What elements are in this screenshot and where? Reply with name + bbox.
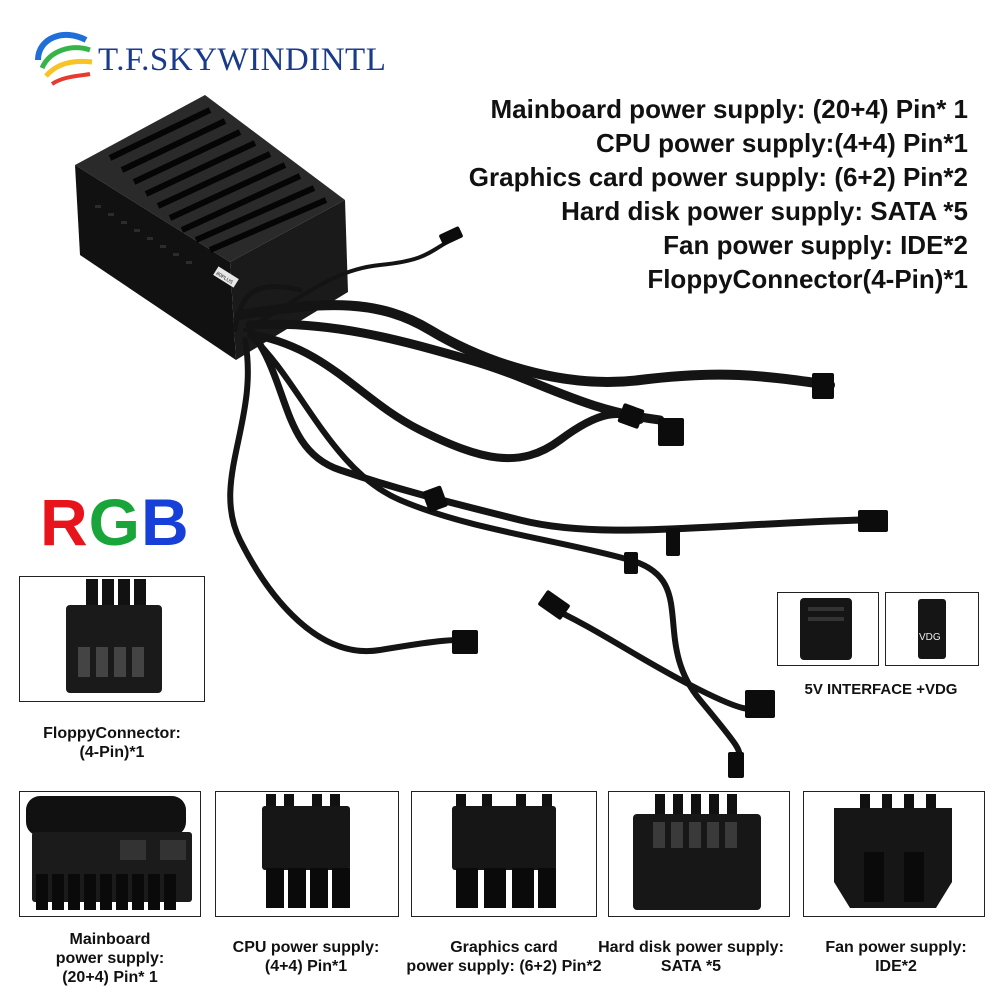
- rgb-label: RGB: [40, 484, 190, 560]
- spec-cpu: CPU power supply:(4+4) Pin*1: [595, 128, 968, 158]
- cpu-connector-panel: [215, 791, 399, 917]
- sata-connector-image: [633, 794, 761, 910]
- psu-unit: 80PLUS: [75, 95, 348, 360]
- mainboard-connector-panel: [19, 791, 201, 917]
- psu-side-vents: [95, 205, 192, 264]
- graphics-connector-panel: [411, 791, 597, 917]
- mainboard-connector-image: [26, 796, 192, 910]
- brand-name: T.F.SKYWINDINTL: [98, 42, 387, 78]
- rgb-letter-g: G: [88, 485, 142, 559]
- spec-mainboard: Mainboard power supply: (20+4) Pin* 1: [490, 94, 968, 124]
- vdg-label-text: VDG: [919, 632, 941, 643]
- cable-bundle: [227, 236, 864, 768]
- sata-5v-panel: [777, 592, 879, 666]
- fan-caption: Fan power supply: IDE*2: [825, 939, 967, 975]
- cpu-connector-image: [262, 794, 350, 908]
- fan-connector-panel: [803, 791, 985, 917]
- vdg-panel: [885, 592, 979, 666]
- spec-floppy: FloppyConnector(4-Pin)*1: [647, 264, 968, 294]
- floppy-caption: FloppyConnector: (4-Pin)*1: [43, 725, 181, 761]
- spec-list: Mainboard power supply: (20+4) Pin* 1 CP…: [469, 92, 968, 296]
- psu-fan-grill: [108, 107, 328, 253]
- vdg-connector-image: [918, 599, 946, 659]
- floppy-connector-image: [66, 579, 162, 693]
- sata-connector-panel: [608, 791, 790, 917]
- hard-disk-caption: Hard disk power supply: SATA *5: [598, 939, 784, 975]
- interface-caption: 5V INTERFACE +VDG: [804, 681, 958, 698]
- floppy-connector-panel: [19, 576, 205, 702]
- brand-logo: [35, 31, 93, 86]
- cpu-caption: CPU power supply: (4+4) Pin*1: [232, 939, 380, 975]
- spec-fan: Fan power supply: IDE*2: [663, 230, 968, 260]
- spec-graphics: Graphics card power supply: (6+2) Pin*2: [468, 162, 968, 192]
- spec-hard-disk: Hard disk power supply: SATA *5: [561, 196, 968, 226]
- rgb-letter-b: B: [141, 485, 190, 559]
- fan-connector-image: [834, 794, 952, 908]
- graphics-caption: Graphics card power supply: (6+2) Pin*2: [406, 939, 602, 975]
- rgb-letter-r: R: [40, 485, 89, 559]
- sata-5v-connector-image: [800, 598, 852, 660]
- mainboard-caption: Mainboard power supply: (20+4) Pin* 1: [55, 931, 165, 986]
- graphics-connector-image: [452, 794, 556, 908]
- cable-connectors: [422, 226, 888, 778]
